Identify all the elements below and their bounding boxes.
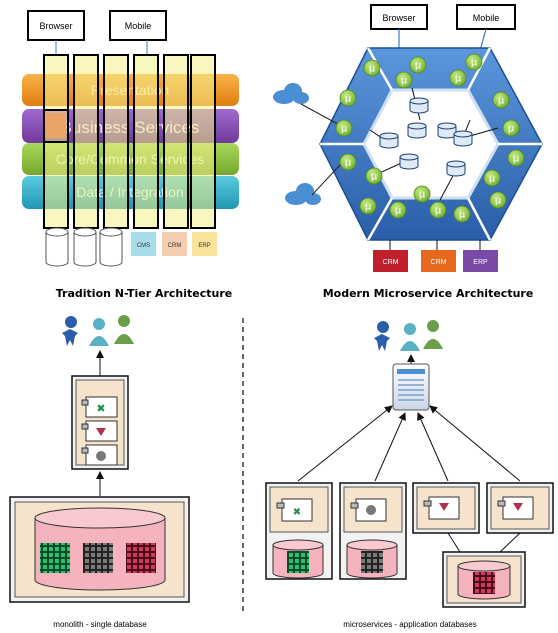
micro-service-node [429,201,447,219]
micro-symbol: µ [395,206,402,217]
users-icon [374,320,443,351]
micro-symbol: µ [365,202,372,213]
micro-symbol: µ [419,190,426,201]
micro-symbol: µ [495,196,502,207]
cloud-icon [285,183,321,205]
client-label-browser: Browser [39,21,72,31]
micro-service-node [492,91,510,109]
micro-symbol: µ [435,206,442,217]
ms-client-box-mobile [456,4,516,30]
ms-ext-crm-1-label: CRM [383,259,399,266]
micro-symbol: µ [401,76,408,87]
micro-service-node [502,119,520,137]
microservice-diagram: Browser Mobile [273,4,543,300]
micro-service-node [409,56,427,74]
micro-symbol: µ [459,210,466,221]
ext-erp [192,232,217,256]
micro-symbol: µ [498,96,505,107]
ntier-databases [45,227,123,267]
microservices-db-diagram: ✖ [265,320,554,629]
shared-db-box [442,551,526,608]
micro-service-node [395,71,413,89]
ms-client-label-browser: Browser [382,13,415,23]
ntier-caption: Tradition N-Tier Architecture [56,287,232,300]
micro-symbol: µ [415,61,422,72]
micro-symbol: µ [471,58,478,69]
client-label-mobile: Mobile [125,21,152,31]
micro-service-node [449,69,467,87]
micro-symbol: µ [455,74,462,85]
service-box-3 [412,482,480,534]
micro-service-node [365,167,383,185]
ms-ext-erp [463,250,498,272]
micro-symbol: µ [345,94,352,105]
ext-crm-label: CRM [168,243,182,249]
micro-service-node [465,53,483,71]
micro-symbol: µ [508,124,515,135]
service-databases [379,97,473,177]
micro-service-node [413,185,431,203]
micro-symbol: µ [513,154,520,165]
micro-service-node [507,149,525,167]
microservice-caption: Modern Microservice Architecture [323,287,534,300]
cloud-icon [273,83,309,104]
monolith-diagram: ✖ monolith - single database [9,315,190,629]
green-x-icon: ✖ [96,403,105,415]
ext-crm [162,232,187,256]
grey-blob-icon [96,451,106,461]
service-box-4 [486,482,554,534]
svg-text:✖: ✖ [293,507,301,518]
ntier-diagram: Browser Mobile Presentation Business Ser… [22,10,239,300]
micro-symbol: µ [341,124,348,135]
micro-service-node [483,169,501,187]
ext-erp-label: ERP [198,243,210,249]
micro-service-node [489,191,507,209]
users-icon [62,315,134,346]
red-shield-icon [96,428,106,436]
micro-service-node [389,201,407,219]
micro-symbol: µ [371,172,378,183]
ext-cms-label: CMS [137,243,150,249]
ext-cms [131,232,156,256]
api-gateway-icon [392,363,430,411]
service-box-2 [339,482,407,580]
micro-service-node [453,205,471,223]
micro-service-node [339,89,357,107]
ms-ext-crm-1 [373,250,408,272]
micro-service-node [363,59,381,77]
monolith-caption: monolith - single database [53,620,147,629]
ms-ext-crm-2-label: CRM [431,259,447,266]
ms-ext-erp-label: ERP [473,259,488,266]
micro-symbol: µ [345,158,352,169]
ms-client-label-mobile: Mobile [473,13,500,23]
client-box-mobile [109,10,167,41]
service-box-1: ✖ [265,482,333,580]
micro-service-node [359,197,377,215]
microservices-caption: microservices - application databases [343,620,476,629]
ms-ext-crm-2 [421,250,456,272]
micro-service-node [339,153,357,171]
micro-symbol: µ [489,174,496,185]
micro-symbol: µ [369,64,376,75]
micro-service-node [335,119,353,137]
